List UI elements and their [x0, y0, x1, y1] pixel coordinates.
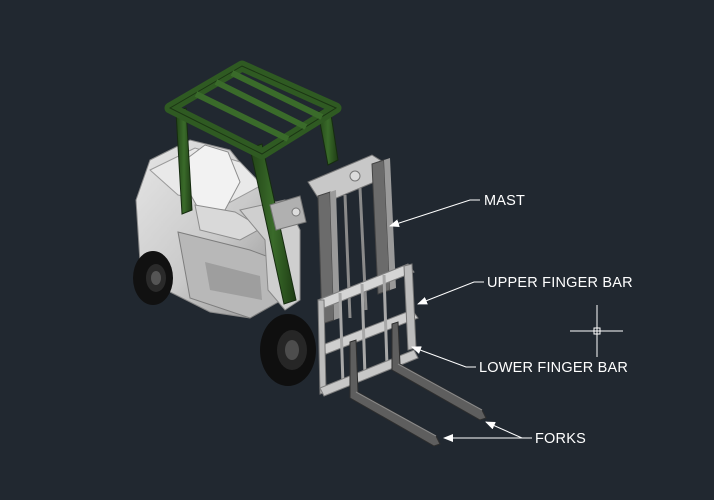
- leader-upper-finger-bar: [417, 281, 484, 305]
- overhead-guard: [164, 60, 342, 305]
- crosshair-cursor-icon: [570, 305, 623, 357]
- mast: [269, 154, 396, 325]
- forks: [349, 321, 487, 447]
- label-lower-finger-bar: LOWER FINGER BAR: [479, 360, 628, 376]
- carriage: [317, 263, 419, 397]
- label-forks: FORKS: [535, 431, 586, 447]
- leader-forks: [443, 421, 532, 442]
- rear-wheel: [133, 251, 173, 305]
- forklift-body: [135, 139, 301, 319]
- label-mast: MAST: [484, 193, 525, 209]
- leader-mast: [389, 199, 480, 228]
- leader-lower-finger-bar: [411, 346, 476, 368]
- front-wheel: [260, 314, 316, 386]
- label-upper-finger-bar: UPPER FINGER BAR: [487, 275, 633, 291]
